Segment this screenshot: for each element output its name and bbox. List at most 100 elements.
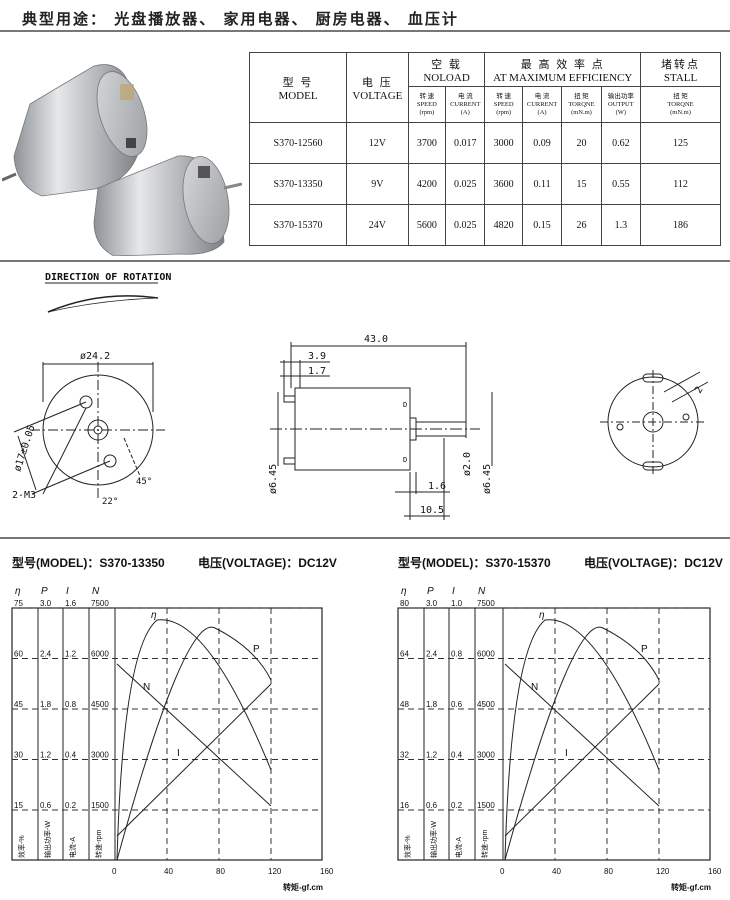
dim-1-6: 1.6 (428, 481, 446, 492)
col-noload-cn: 空 载 (431, 58, 462, 71)
cell-nl-speed: 5600 (407, 204, 447, 246)
sub-torque-cn: 扭 矩 (574, 92, 589, 100)
dim-45deg: 45° (136, 477, 152, 487)
tick-p: 2.4 (40, 650, 52, 659)
motor-2 (93, 155, 242, 256)
i-label: I (565, 748, 568, 759)
chart-frame (397, 607, 711, 861)
motor-photo (2, 64, 242, 256)
table-row: S370-13350 9V 4200 0.025 3600 0.11 15 0.… (248, 163, 721, 205)
i-label: I (177, 748, 180, 759)
cell-me-torque: 15 (561, 163, 602, 205)
x-tick: 0 (500, 867, 505, 876)
tick-n: 3000 (477, 751, 495, 760)
eta-curve (504, 619, 660, 861)
sub-speed2-unit: (rpm) (496, 108, 512, 116)
tick-eta: 80 (400, 599, 409, 608)
cell-stall-torque: 125 (640, 122, 721, 164)
cell-me-speed: 4820 (484, 204, 523, 246)
tick-p: 2.4 (426, 650, 438, 659)
col-eff-cn: 最 高 效 率 点 (520, 58, 605, 71)
sub-speed-unit: (rpm) (419, 108, 435, 116)
tick-eta: 64 (400, 650, 409, 659)
cell-me-speed: 3000 (484, 122, 523, 164)
direction-label: DIRECTION OF ROTATION (45, 272, 171, 283)
sub-current2-cn: 电 流 (534, 92, 550, 100)
tick-eta: 48 (400, 700, 409, 709)
cell-me-torque: 26 (561, 204, 602, 246)
col-stall-en: STALL (663, 71, 698, 84)
tick-p: 1.2 (40, 751, 52, 760)
sub-current-en: CURRENT (450, 100, 481, 108)
sub-speed-en: SPEED (416, 100, 437, 108)
tick-i: 0.4 (65, 751, 77, 760)
chart-voltage-label: 电压(VOLTAGE)：DC12V (198, 555, 337, 570)
x-tick: 80 (604, 867, 613, 876)
cell-me-output: 0.55 (600, 163, 642, 205)
eta-label: η (151, 610, 157, 621)
axis-head: P (427, 586, 434, 597)
axis-head: η (15, 586, 21, 597)
motor-1 (2, 64, 148, 197)
tick-n: 7500 (477, 599, 495, 608)
x-tick: 120 (656, 867, 670, 876)
col-voltage-en: VOLTAGE (352, 89, 403, 102)
tick-i: 0.4 (451, 751, 463, 760)
technical-drawing: DIRECTION OF ROTATION ø24.2 ø17±0.05 2-M… (12, 272, 709, 520)
x-tick: 0 (112, 867, 117, 876)
svg-text:D: D (403, 401, 407, 409)
x-tick: 160 (320, 867, 334, 876)
cell-me-torque: 20 (561, 122, 602, 164)
tick-eta: 45 (14, 700, 23, 709)
usage-banner: 典型用途： 光盘播放器、 家用电器、 厨房电器、 血压计 (0, 4, 730, 30)
dim-2: 2 (693, 385, 706, 396)
p-label: P (253, 644, 260, 655)
dim-d6-45-right: ø6.45 (482, 464, 493, 494)
sub-torque-unit: (mN.m) (571, 108, 592, 116)
sub-speed2-cn: 转 速 (496, 92, 511, 100)
sub-output-cn: 输出功率 (607, 92, 634, 100)
sub-stall-torque-cn: 扭 矩 (673, 92, 688, 100)
tick-i: 0.2 (65, 801, 77, 810)
tick-i: 0.6 (451, 700, 463, 709)
axis-head: η (401, 586, 407, 597)
col-noload-en: NOLOAD (423, 71, 470, 84)
tick-eta: 60 (14, 650, 23, 659)
eta-curve (116, 619, 272, 861)
axis-head: P (41, 586, 48, 597)
tick-n: 4500 (477, 700, 495, 709)
cell-me-current: 0.15 (521, 204, 563, 246)
cell-me-current: 0.11 (521, 163, 563, 205)
cell-voltage: 9V (346, 163, 409, 205)
cell-voltage: 12V (346, 122, 409, 164)
column-label: 电流-A (454, 837, 463, 858)
svg-text:D: D (403, 456, 407, 464)
n-label: N (143, 682, 150, 693)
sub-stall-torque-unit: (mN.m) (670, 108, 691, 116)
tick-p: 0.6 (40, 801, 52, 810)
cell-stall-torque: 112 (640, 163, 721, 205)
i-curve (116, 683, 272, 837)
n-curve (116, 663, 272, 807)
axis-head: I (66, 586, 69, 597)
sub-output-en: OUTPUT (608, 100, 634, 108)
tick-i: 1.0 (451, 599, 463, 608)
chart-model-label: 型号(MODEL)：S370-15370 (398, 555, 551, 570)
cell-nl-speed: 4200 (407, 163, 447, 205)
n-label: N (531, 682, 538, 693)
col-stall-cn: 堵转点 (661, 58, 701, 71)
tick-i: 0.8 (65, 700, 77, 709)
sub-output-unit: (W) (615, 108, 627, 116)
tick-p: 3.0 (40, 599, 52, 608)
cell-stall-torque: 186 (640, 204, 721, 246)
column-label: 效率-% (17, 835, 26, 858)
x-tick: 80 (216, 867, 225, 876)
tick-i: 0.8 (451, 650, 463, 659)
sub-stall-torque-en: TORQNE (667, 100, 694, 108)
tick-n: 6000 (91, 650, 109, 659)
dim-m3: 2-M3 (12, 490, 36, 501)
tick-eta: 75 (14, 599, 23, 608)
column-label: 电流-A (68, 837, 77, 858)
sub-current2-unit: (A) (537, 108, 547, 116)
